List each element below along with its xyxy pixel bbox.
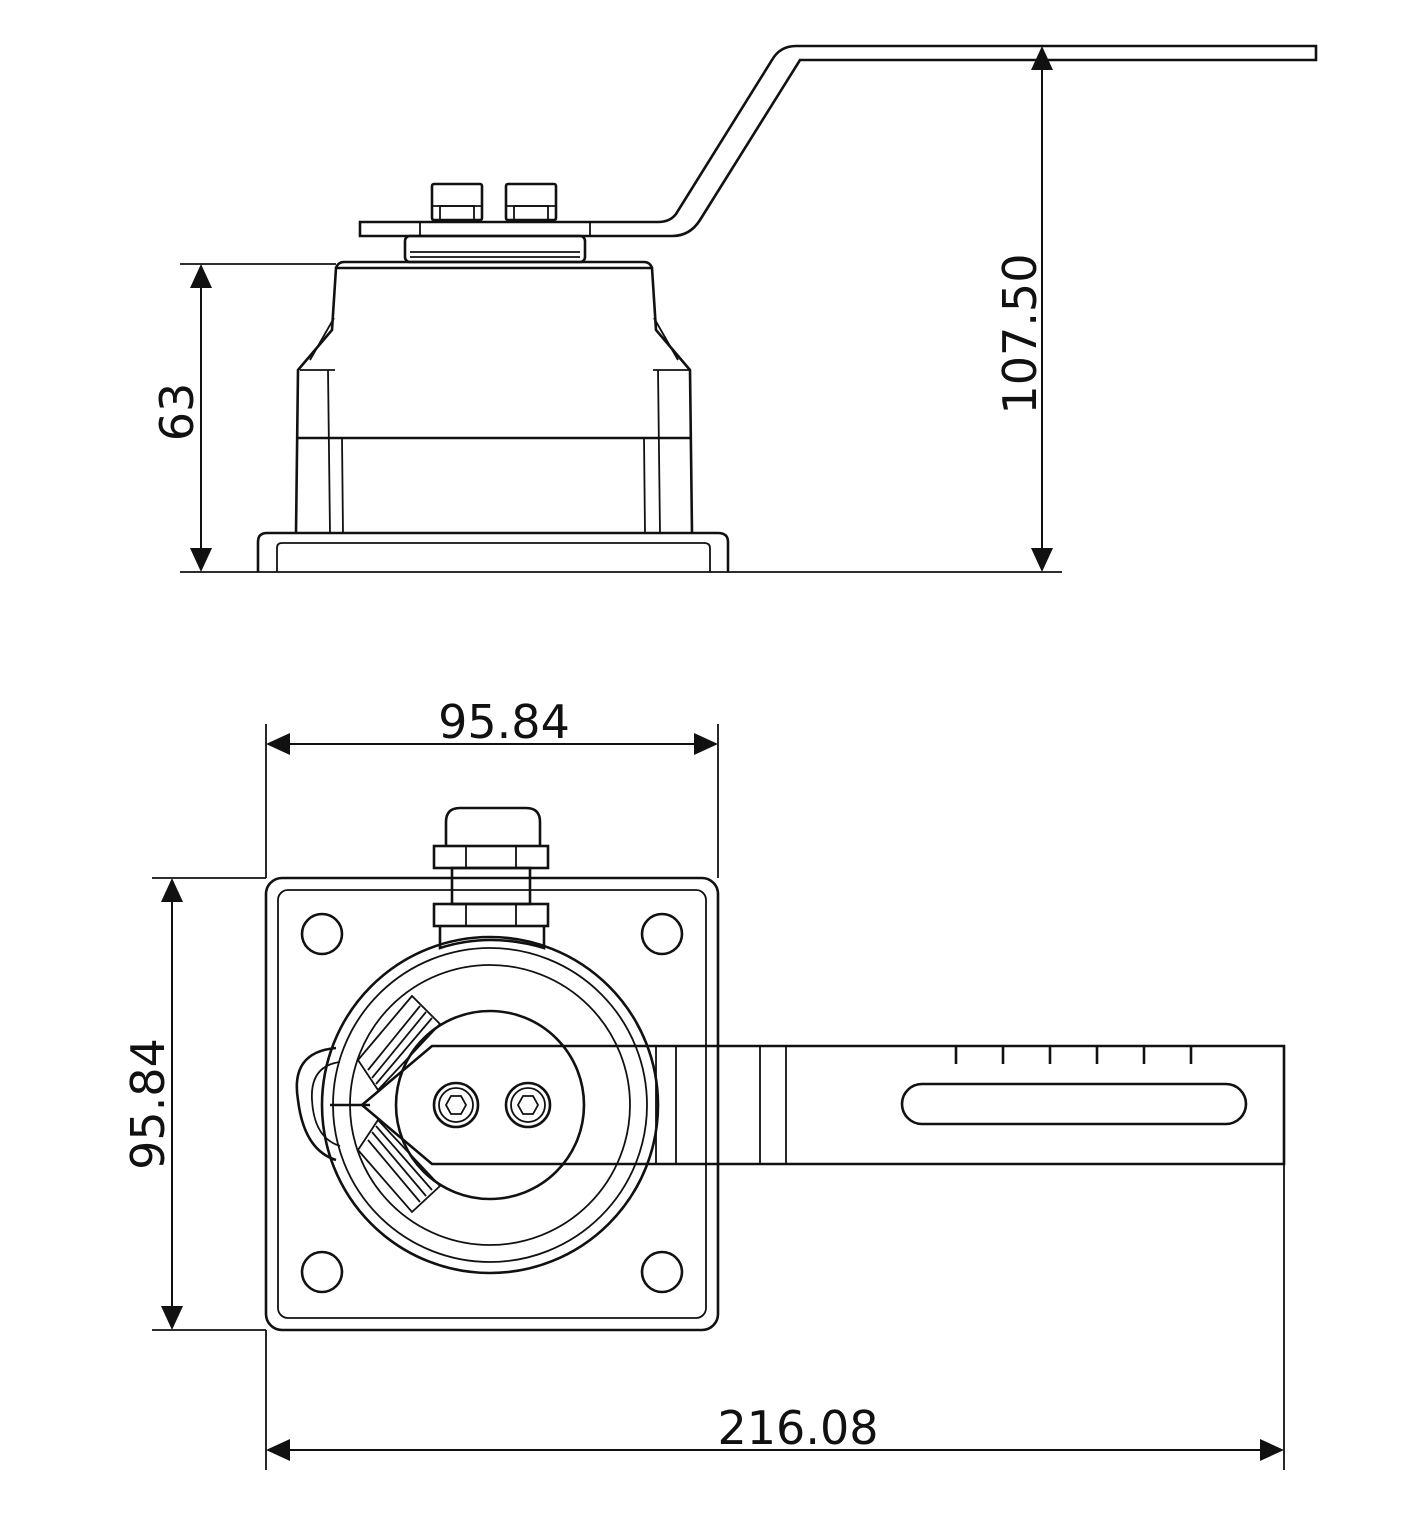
dim-depth-label: 95.84 — [121, 1038, 175, 1170]
handle-slot — [900, 1082, 1248, 1126]
handle-graduations — [954, 1046, 1193, 1064]
mount-hole-br — [640, 1250, 684, 1294]
side-view: 63 107.50 — [150, 44, 1318, 573]
side-handle — [358, 44, 1318, 238]
angle-scale — [356, 994, 442, 1214]
dim-length-216-08: 216.08 — [266, 1401, 1284, 1461]
dim-107-50: 107.50 — [993, 46, 1053, 572]
cable-gland — [432, 806, 550, 950]
position-indicator — [295, 1046, 337, 1162]
dim-depth-95-84: 95.84 — [121, 878, 183, 1330]
side-body-lower — [294, 266, 694, 534]
hex-screw-right — [504, 1081, 552, 1129]
dim-length-label: 216.08 — [718, 1401, 879, 1455]
dim-width-label: 95.84 — [438, 695, 570, 749]
dim-63: 63 — [150, 263, 336, 572]
actuator-body-outer — [320, 935, 660, 1275]
hex-screw-left — [432, 1081, 480, 1129]
dim-width-95-84: 95.84 — [266, 695, 718, 755]
side-base-plate — [256, 531, 730, 572]
top-base-plate — [264, 876, 720, 1332]
mount-hole-tr — [640, 912, 684, 956]
top-view: 95.84 95.84 216.08 — [121, 695, 1286, 1470]
mount-hole-bl — [300, 1250, 344, 1294]
top-handle — [359, 1044, 1286, 1166]
dim-63-label: 63 — [150, 383, 204, 442]
dim-107-50-label: 107.50 — [993, 254, 1047, 415]
mount-hole-tl — [300, 912, 344, 956]
